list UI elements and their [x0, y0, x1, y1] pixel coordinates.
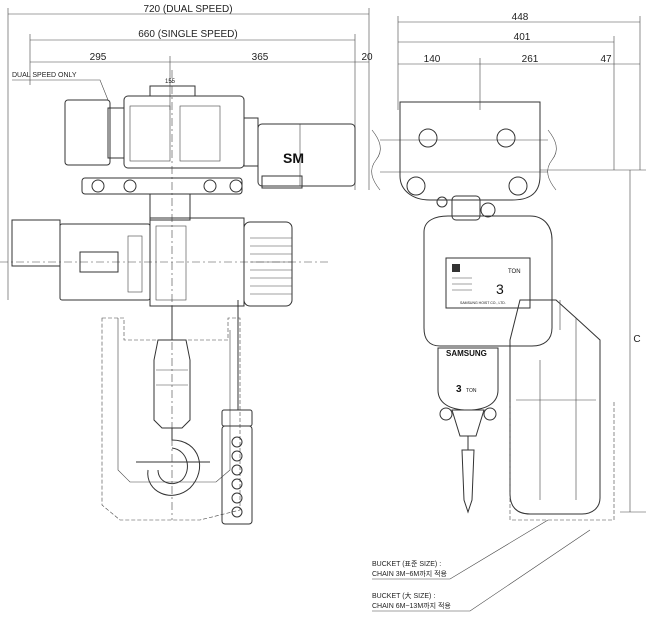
- trolley-side-plate: [399, 101, 541, 201]
- dim-right-365: 365: [252, 52, 269, 63]
- gearbox: [243, 221, 293, 307]
- trolley-frame: [123, 95, 245, 169]
- bucket-std-line2: CHAIN 3M~6M까지 적용: [372, 569, 448, 578]
- sm-logo: SM: [283, 150, 304, 166]
- chain-bucket-large: [101, 317, 241, 521]
- dim-261: 261: [522, 54, 539, 65]
- hook-side: [461, 449, 475, 514]
- hook: [147, 428, 201, 496]
- dim-448: 448: [512, 12, 529, 23]
- dim-single-speed: 660 (SINGLE SPEED): [138, 29, 237, 40]
- hoist-motor-cap: [11, 219, 61, 267]
- side-dimensions: 448 401 140 261 47 C: [397, 12, 646, 513]
- dim-401: 401: [514, 32, 531, 43]
- cooling-fins: [250, 237, 292, 295]
- side-view: 3 TON SAMSUNG HOIST CO., LTD. SAMSUNG 3 …: [371, 101, 615, 521]
- bucket-l-line2: CHAIN 6M~13M까지 적용: [372, 601, 451, 610]
- bucket-std-line1: BUCKET (표준 SIZE) :: [372, 560, 441, 568]
- trolley-motor: [257, 123, 356, 187]
- bucket-l-line1: BUCKET (大 SIZE) :: [372, 591, 435, 600]
- nameplate-ton: TON: [508, 269, 521, 275]
- wheel-axle: [81, 177, 243, 195]
- hoist-motor: [59, 223, 151, 301]
- capacity-badge: 3: [456, 384, 462, 395]
- front-view: SM: [0, 70, 356, 525]
- bucket-std-leader: [372, 519, 549, 580]
- dim-140: 140: [424, 54, 441, 65]
- dim-dual-speed: 720 (DUAL SPEED): [143, 4, 232, 15]
- capacity-badge-unit: TON: [466, 388, 477, 394]
- nameplate-maker: SAMSUNG HOIST CO., LTD.: [460, 301, 506, 305]
- bucket-notes: BUCKET (표준 SIZE) : CHAIN 3M~6M까지 적용 BUCK…: [372, 519, 591, 612]
- dim-left-295: 295: [90, 52, 107, 63]
- hook-block: [153, 339, 191, 429]
- pendant-switch: [221, 425, 253, 525]
- dual-speed-motor: [64, 99, 111, 166]
- front-dimensions: 720 (DUAL SPEED) 660 (SINGLE SPEED) 295 …: [7, 4, 373, 300]
- dim-end-20: 20: [361, 52, 373, 63]
- nameplate: [445, 257, 531, 309]
- dim-47: 47: [600, 54, 612, 65]
- dual-speed-only-label: DUAL SPEED ONLY: [12, 72, 77, 79]
- hoist-side-body: [423, 215, 553, 347]
- dim-center-155: 155: [165, 79, 176, 85]
- nameplate-capacity: 3: [496, 281, 504, 297]
- chain-bucket-side: [509, 299, 601, 515]
- samsung-brand: SAMSUNG: [446, 349, 487, 358]
- bucket-l-leader: [372, 529, 591, 612]
- dual-speed-leader: [12, 79, 109, 101]
- dim-c: C: [633, 334, 640, 345]
